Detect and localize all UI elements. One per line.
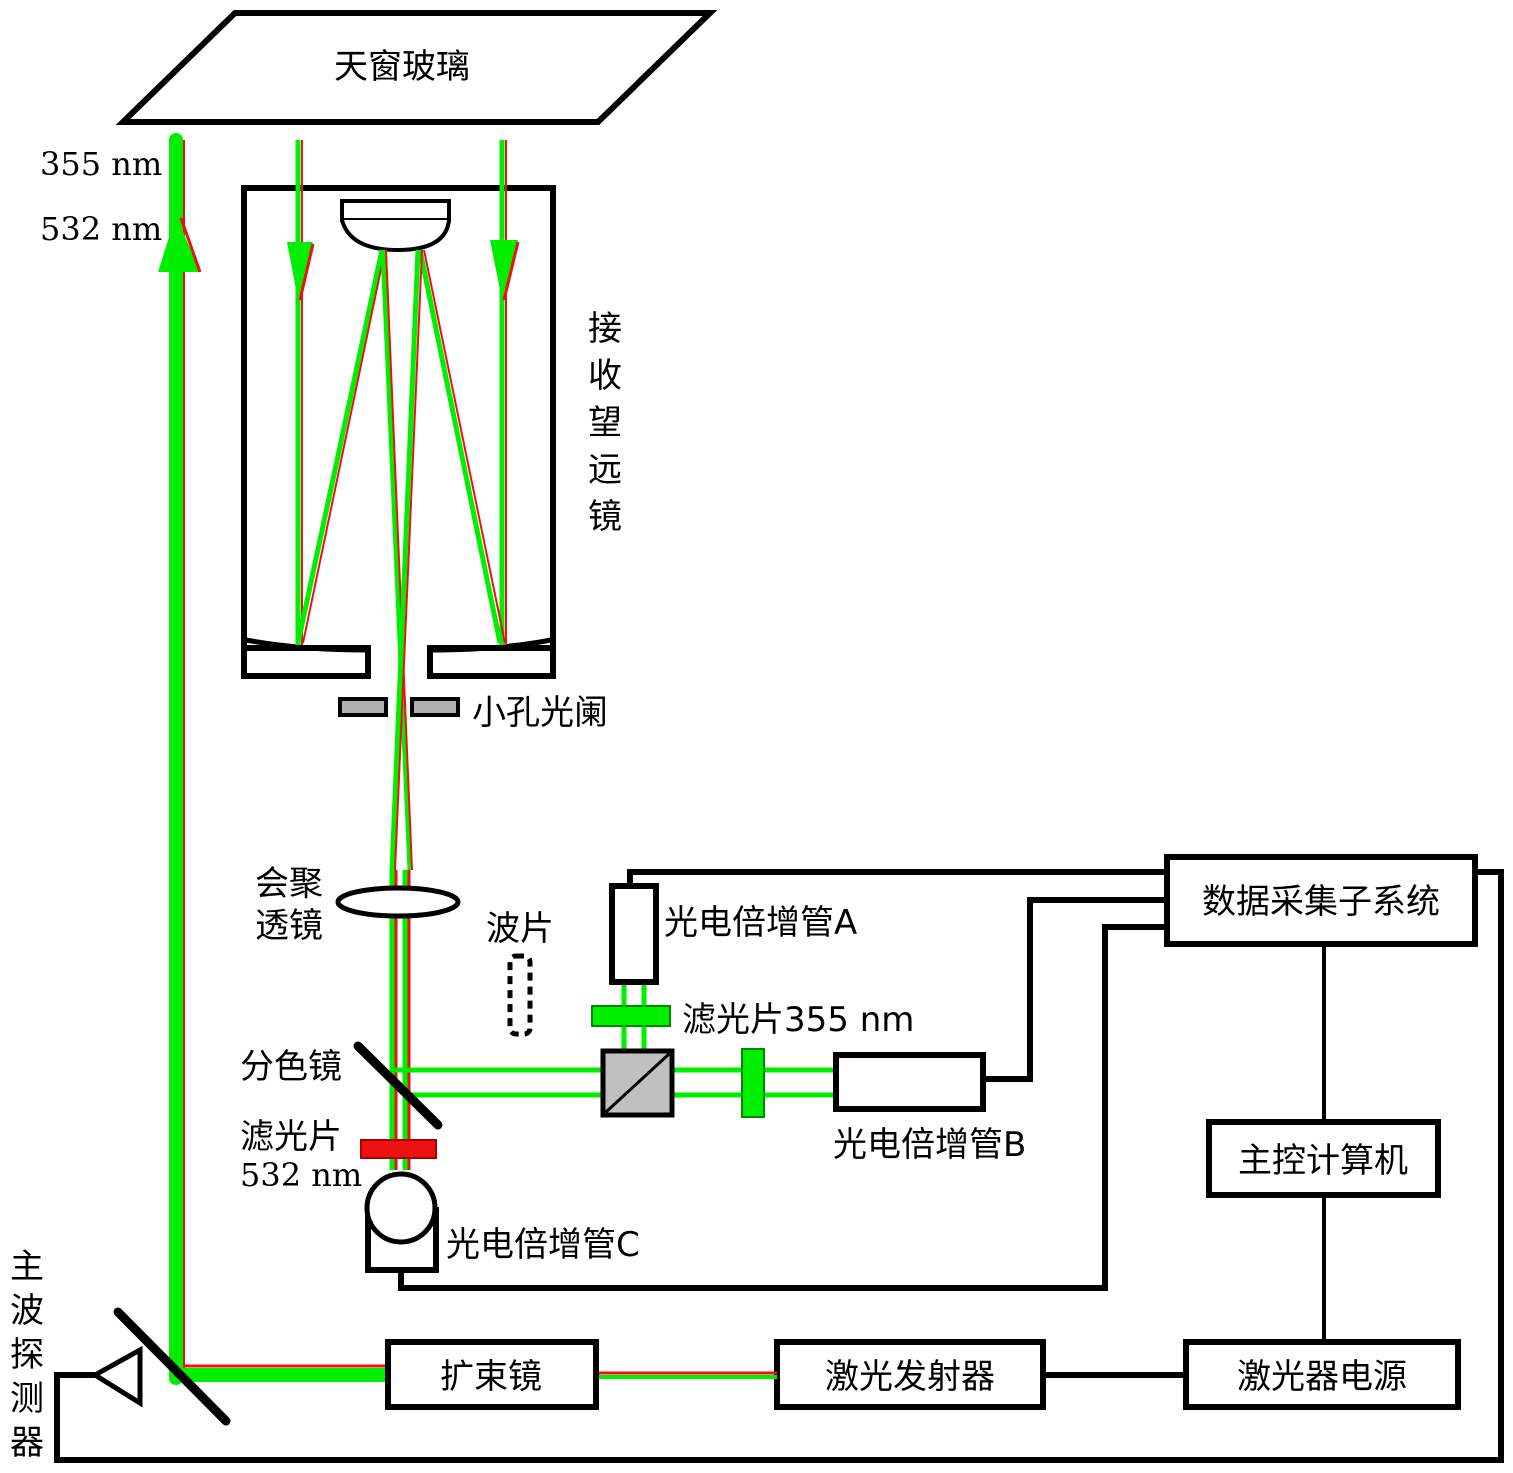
detector-label-4: 测 <box>10 1379 44 1419</box>
data-acquisition-box: 数据采集子系统 <box>1164 854 1478 947</box>
pmt-b-label: 光电倍增管B <box>833 1125 1026 1165</box>
filter-355-label: 滤光片355 nm <box>682 1000 914 1040</box>
pmt-a: 光电倍增管A <box>609 883 857 985</box>
pinhole-aperture-label: 小孔光阑 <box>472 693 608 733</box>
wave-plate-label: 波片 <box>486 909 554 949</box>
laser-emitter-label: 激光发射器 <box>825 1357 995 1397</box>
signal-wires <box>54 869 1504 1463</box>
filter-355: 滤光片355 nm <box>591 1000 914 1040</box>
converging-lens-label-1: 会聚 <box>255 864 323 904</box>
main-computer-box: 主控计算机 <box>1206 1119 1441 1198</box>
data-acquisition-label: 数据采集子系统 <box>1202 882 1440 922</box>
wave-plate: 波片 <box>486 909 554 1037</box>
pinhole-aperture: 小孔光阑 <box>338 693 608 733</box>
main-wave-detector: 主 波 探 测 器 <box>10 1247 231 1463</box>
filter-532: 滤光片 532 nm <box>240 1117 437 1194</box>
beam-expander-label: 扩束镜 <box>440 1357 542 1397</box>
beam-expander-box: 扩束镜 <box>385 1339 599 1410</box>
main-computer-label: 主控计算机 <box>1238 1141 1408 1181</box>
filter-532-label: 滤光片 <box>240 1117 342 1157</box>
outgoing-laser-beam <box>158 133 390 1385</box>
dichroic-mirror: 分色镜 <box>240 1041 443 1130</box>
converging-lens: 会聚 透镜 <box>255 864 461 1170</box>
pmt-c-label: 光电倍增管C <box>446 1225 640 1265</box>
secondary-mirror <box>340 199 451 253</box>
return-beams <box>287 140 520 871</box>
skylight-glass: 天窗玻璃 <box>115 9 718 125</box>
laser-emitter-box: 激光发射器 <box>774 1339 1046 1410</box>
detector-label-3: 探 <box>10 1335 44 1375</box>
skylight-glass-label: 天窗玻璃 <box>334 47 470 87</box>
filter-vertical <box>741 1048 765 1118</box>
telescope-label-2: 收 <box>588 356 622 396</box>
dichroic-mirror-label: 分色镜 <box>240 1047 342 1087</box>
telescope-label-4: 远 <box>588 450 622 490</box>
laser-power-supply-label: 激光器电源 <box>1237 1357 1407 1397</box>
wavelength-532-label: 532 nm <box>40 210 162 248</box>
up-arrow-icon <box>158 215 200 272</box>
pmt-c: 光电倍增管C <box>364 1171 640 1273</box>
emitter-to-expander-beam <box>596 1371 777 1379</box>
polarizing-beam-splitter <box>600 1048 675 1118</box>
telescope-label-5: 镜 <box>588 497 622 537</box>
pmt-a-label: 光电倍增管A <box>664 903 857 943</box>
detector-label-2: 波 <box>10 1291 44 1331</box>
filter-532-wavelength: 532 nm <box>240 1156 362 1194</box>
laser-power-supply-box: 激光器电源 <box>1183 1339 1461 1410</box>
converging-lens-label-2: 透镜 <box>255 906 323 946</box>
telescope-label-1: 接 <box>588 309 622 349</box>
telescope-label-3: 望 <box>588 403 622 443</box>
detector-label-1: 主 <box>10 1247 44 1287</box>
pmt-b: 光电倍增管B <box>833 1052 1026 1165</box>
detector-label-5: 器 <box>10 1423 44 1463</box>
wavelength-355-label: 355 nm <box>40 145 162 183</box>
